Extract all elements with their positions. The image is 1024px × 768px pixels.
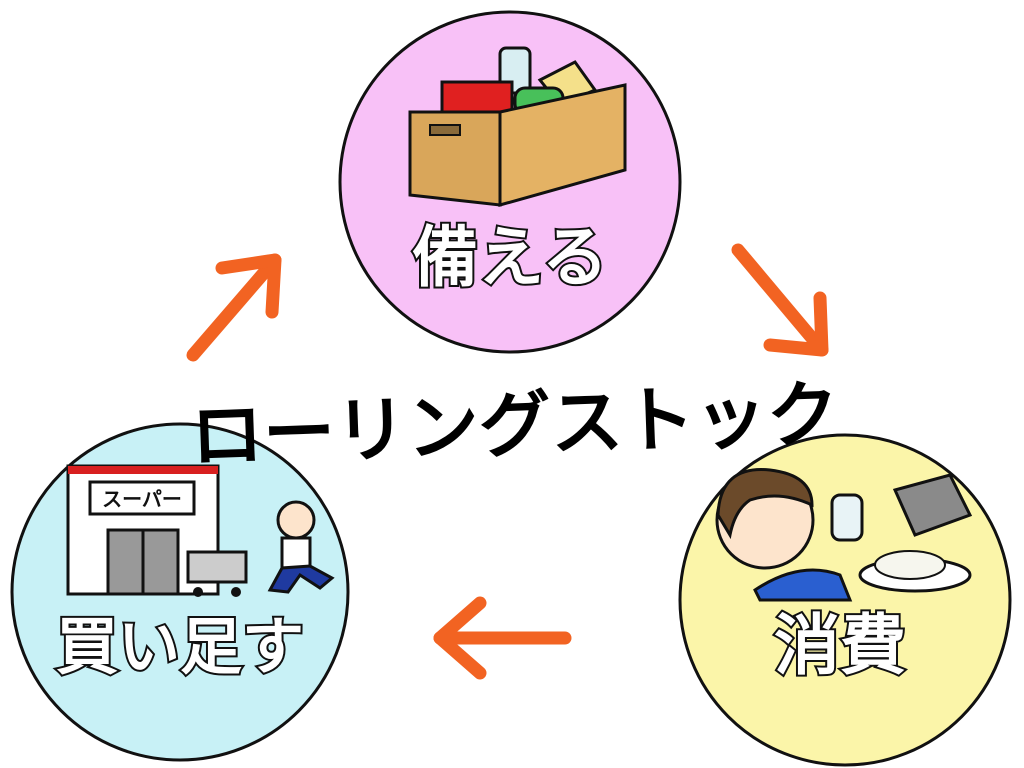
stage-label-prepare: 備える: [412, 219, 608, 296]
arrow-restock-to-prepare-icon: [186, 253, 282, 362]
storage-box-icon: [408, 46, 627, 207]
stage-restock: スーパー 買い足す: [10, 422, 350, 762]
stage-prepare: 備える: [338, 10, 682, 354]
person-eating-icon: [715, 468, 973, 602]
stage-label-consume: 消費: [774, 607, 906, 684]
store-sign-text: スーパー: [102, 487, 182, 511]
arrow-prepare-to-consume-icon: [731, 243, 829, 357]
arrow-consume-to-restock-icon: [433, 596, 572, 680]
stage-consume: 消費: [678, 433, 1012, 767]
shopper-cart-icon: [186, 500, 335, 597]
diagram-title: ローリングストック: [190, 372, 841, 479]
stage-label-restock: 買い足す: [56, 610, 304, 683]
